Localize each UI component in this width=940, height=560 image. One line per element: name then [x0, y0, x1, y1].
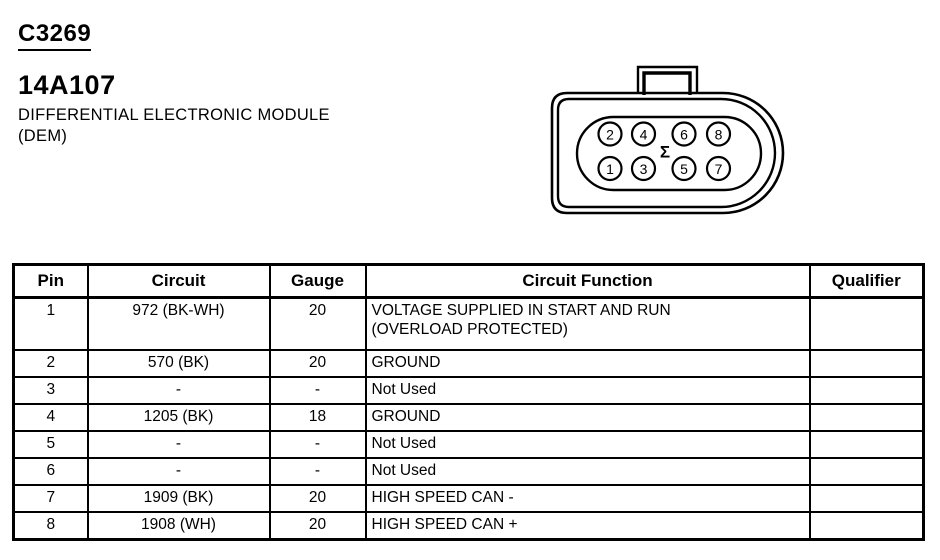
pin-number: 7	[715, 161, 723, 177]
cell-function: GROUND	[364, 349, 811, 378]
connector-id-title: C3269	[18, 20, 92, 51]
pin-number: 5	[680, 161, 688, 177]
cell-gauge: 20	[268, 484, 367, 513]
cell-gauge: 20	[268, 511, 367, 541]
pin-cavity-oval	[575, 115, 763, 192]
header-qualifier: Qualifier	[808, 263, 925, 299]
cell-circuit: 972 (BK-WH)	[86, 296, 271, 351]
pin-number: 4	[640, 127, 648, 143]
cell-circuit: 1909 (BK)	[86, 484, 271, 513]
connector-tab-inner	[642, 71, 692, 95]
cell-gauge: -	[268, 457, 367, 486]
pin-table: Pin Circuit Gauge Circuit Function Quali…	[12, 263, 925, 541]
cell-qualifier	[808, 403, 925, 432]
cell-function: GROUND	[364, 403, 811, 432]
cell-pin: 6	[12, 457, 89, 486]
part-description: DIFFERENTIAL ELECTRONIC MODULE (DEM)	[18, 105, 330, 147]
cell-pin: 2	[12, 349, 89, 378]
cell-qualifier	[808, 296, 925, 351]
cell-circuit: 1205 (BK)	[86, 403, 271, 432]
cell-circuit: 1908 (WH)	[86, 511, 271, 541]
cell-pin: 8	[12, 511, 89, 541]
cell-pin: 5	[12, 430, 89, 459]
cell-gauge: 20	[268, 349, 367, 378]
cell-qualifier	[808, 376, 925, 405]
cell-function: Not Used	[364, 430, 811, 459]
connector-diagram: 2 4 6 8 1 3 5 7 Σ	[550, 65, 785, 215]
pin-circle	[705, 155, 732, 182]
cell-circuit: -	[86, 376, 271, 405]
header-circuit-function: Circuit Function	[364, 263, 811, 299]
cell-pin: 1	[12, 296, 89, 351]
pin-number: 3	[640, 161, 648, 177]
cell-circuit: 570 (BK)	[86, 349, 271, 378]
pin-number: 1	[606, 161, 614, 177]
cell-qualifier	[808, 511, 925, 541]
header-pin: Pin	[12, 263, 89, 299]
pin-circle	[597, 121, 623, 147]
table-header-row: Pin Circuit Gauge Circuit Function Quali…	[12, 263, 925, 299]
cell-function: Not Used	[364, 457, 811, 486]
pin-circle	[671, 155, 697, 182]
cell-function: HIGH SPEED CAN +	[364, 511, 811, 541]
pin-circle	[671, 121, 697, 147]
pin-number: 6	[680, 127, 688, 143]
connector-pins: 2 4 6 8 1 3 5 7	[597, 121, 732, 182]
cell-gauge: -	[268, 430, 367, 459]
header-circuit: Circuit	[86, 263, 271, 299]
cell-pin: 7	[12, 484, 89, 513]
cell-function: HIGH SPEED CAN -	[364, 484, 811, 513]
cell-gauge: 18	[268, 403, 367, 432]
pin-number: 2	[606, 127, 614, 143]
table-row: 5--Not Used	[12, 430, 925, 459]
connector-inner-outline	[556, 97, 777, 209]
cell-gauge: -	[268, 376, 367, 405]
table-row: 3--Not Used	[12, 376, 925, 405]
cell-pin: 3	[12, 376, 89, 405]
header-gauge: Gauge	[268, 263, 367, 299]
cell-pin: 4	[12, 403, 89, 432]
part-number: 14A107	[18, 70, 116, 100]
cell-qualifier	[808, 457, 925, 486]
cell-circuit: -	[86, 457, 271, 486]
cell-gauge: 20	[268, 296, 367, 351]
cell-qualifier	[808, 484, 925, 513]
cell-function: VOLTAGE SUPPLIED IN START AND RUN (OVERL…	[364, 296, 811, 351]
cell-circuit: -	[86, 430, 271, 459]
cell-qualifier	[808, 349, 925, 378]
table-row: 6--Not Used	[12, 457, 925, 486]
cell-qualifier	[808, 430, 925, 459]
connector-outer-outline	[550, 91, 785, 215]
pin-circle	[630, 121, 657, 147]
cell-function: Not Used	[364, 376, 811, 405]
part-description-line2: (DEM)	[18, 127, 68, 145]
part-description-line1: DIFFERENTIAL ELECTRONIC MODULE	[18, 106, 330, 124]
sigma-symbol: Σ	[660, 143, 670, 162]
pin-circle	[597, 155, 623, 182]
pin-circle	[705, 121, 732, 147]
connector-tab-outer	[636, 65, 699, 94]
pin-number: 8	[715, 127, 723, 143]
pin-circle	[630, 155, 657, 182]
